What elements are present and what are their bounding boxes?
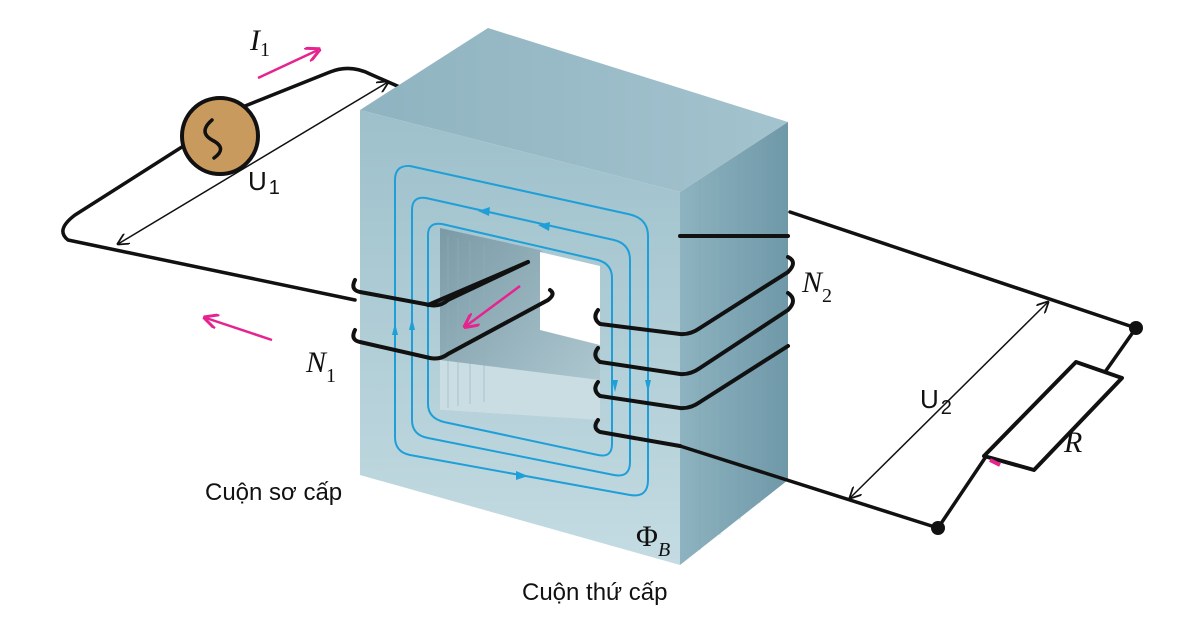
primary-circuit-wire <box>61 66 422 302</box>
flux-label: ΦB <box>636 520 670 561</box>
core-window-floor <box>440 360 600 420</box>
u2-voltage-arrow <box>850 302 1048 498</box>
flux-direction-arrows <box>392 207 651 480</box>
primary-coil-label: Cuộn sơ cấp <box>205 479 342 506</box>
primary-coil <box>351 260 555 361</box>
ac-source-icon <box>180 96 260 176</box>
resistor-icon <box>982 360 1124 472</box>
n1-label: N1 <box>305 346 336 387</box>
terminal-top <box>1129 321 1143 335</box>
resistor-label: R <box>1063 426 1082 459</box>
n2-label: N2 <box>801 266 832 307</box>
magnetic-flux-lines <box>394 164 649 497</box>
core-window-opening <box>540 252 600 345</box>
terminal-bottom <box>931 521 945 535</box>
current-label: I1 <box>249 24 270 61</box>
current-arrows <box>206 50 521 342</box>
core-top-face <box>360 28 788 192</box>
secondary-coil-label: Cuộn thứ cấp <box>522 579 668 606</box>
u1-voltage-arrow <box>118 82 388 244</box>
secondary-coil <box>593 234 795 448</box>
